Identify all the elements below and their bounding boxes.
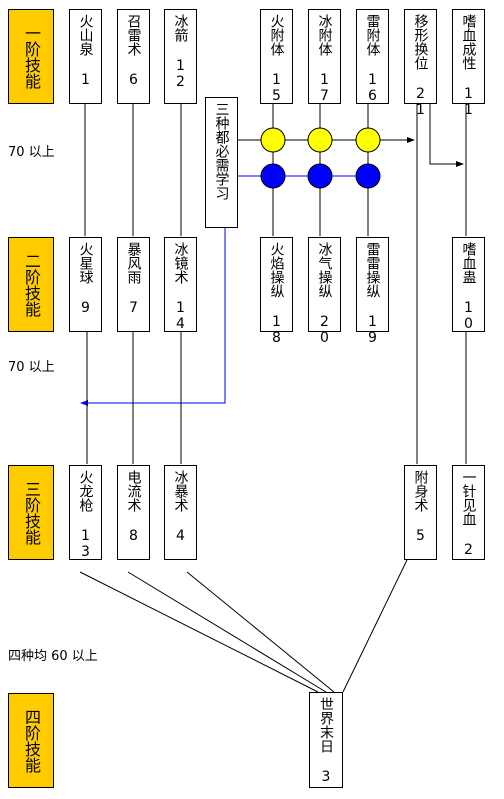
skill-shapeshift-label: 移形换位 21: [412, 14, 429, 118]
skill-summon-thunder-label: 召雷术 6: [125, 14, 142, 88]
blue-node-thunder: [355, 163, 381, 189]
skill-flame-control[interactable]: 火焰操纵 18: [260, 237, 293, 346]
skill-bloodlust-label: 嗜血成性 11: [460, 14, 477, 118]
link-possession-to-doomsday: [342, 559, 408, 693]
tier-label-4: 四阶技能: [8, 693, 54, 788]
skill-volcano-spring-label: 火山泉 1: [77, 14, 94, 88]
skill-storm-rain[interactable]: 暴风雨 7: [117, 237, 150, 332]
yellow-node-thunder: [355, 127, 381, 153]
skill-thunder-attach-label: 雷附体 16: [364, 14, 381, 104]
requirement-note-2: 70 以上: [8, 360, 55, 375]
blue-node-fire: [260, 163, 286, 189]
skill-bloodlust[interactable]: 嗜血成性 11: [452, 9, 485, 118]
skill-ice-storm-label: 冰暴术 4: [172, 470, 189, 544]
skill-thunder-control[interactable]: 雷雷操纵 19: [356, 237, 389, 346]
yellow-node-fire: [260, 127, 286, 153]
skill-ice-mirror[interactable]: 冰镜术 14: [164, 237, 197, 332]
skill-thunder-control-label: 雷雷操纵 19: [364, 242, 381, 346]
skill-fire-attach-label: 火附体 15: [268, 14, 285, 104]
skill-ice-mirror-label: 冰镜术 14: [172, 242, 189, 332]
skill-volcano-spring[interactable]: 火山泉 1: [69, 9, 102, 104]
blue-node-ice: [307, 163, 333, 189]
skill-possession[interactable]: 附身术 5: [404, 465, 437, 560]
tier-label-1-text: 一阶技能: [22, 24, 41, 89]
skill-blood-gu[interactable]: 嗜血蛊 10: [452, 237, 485, 332]
skill-fire-meteor-label: 火星球 9: [77, 242, 94, 316]
skill-thunder-attach[interactable]: 雷附体 16: [356, 9, 389, 104]
skill-ice-attach-label: 冰附体 17: [316, 14, 333, 104]
skill-fire-dragon-spear-label: 火龙枪 13: [77, 470, 94, 560]
skill-storm-rain-label: 暴风雨 7: [125, 242, 142, 316]
skill-doomsday-label: 世界末日 3: [318, 697, 334, 785]
link-dragon-to-doomsday: [79, 571, 319, 693]
requirement-note-1: 70 以上: [8, 145, 55, 160]
skill-flame-control-label: 火焰操纵 18: [268, 242, 285, 346]
skill-possession-label: 附身术 5: [412, 470, 429, 544]
skill-lightning-label: 电流术 8: [125, 470, 142, 544]
link-shapeshift-to-blood: [429, 104, 464, 167]
tier-label-3-text: 三阶技能: [22, 480, 41, 545]
skill-ice-control[interactable]: 冰气操纵 20: [308, 237, 341, 346]
yellow-node-ice: [307, 127, 333, 153]
skill-one-needle-label: 一针见血 2: [460, 470, 477, 558]
skill-blood-gu-label: 嗜血蛊 10: [460, 242, 477, 332]
tier-label-2: 二阶技能: [8, 237, 54, 332]
link-lightning-to-doomsday: [127, 571, 327, 693]
link-central-to-dragon: [80, 228, 226, 406]
central-note-text: 三种都必需学习: [213, 102, 230, 200]
skill-summon-thunder[interactable]: 召雷术 6: [117, 9, 150, 104]
skill-ice-arrow-label: 冰箭 12: [172, 14, 189, 90]
central-note-box: 三种都必需学习: [205, 97, 238, 228]
tier-label-2-text: 二阶技能: [22, 252, 41, 317]
requirement-note-3: 四种均 60 以上: [8, 649, 98, 664]
skill-one-needle[interactable]: 一针见血 2: [452, 465, 485, 560]
skill-lightning[interactable]: 电流术 8: [117, 465, 150, 560]
skill-ice-arrow[interactable]: 冰箭 12: [164, 9, 197, 104]
skill-ice-control-label: 冰气操纵 20: [316, 242, 333, 346]
tier-label-1: 一阶技能: [8, 9, 54, 104]
tier-label-3: 三阶技能: [8, 465, 54, 560]
link-icestorm-to-doomsday: [186, 571, 335, 693]
skill-fire-meteor[interactable]: 火星球 9: [69, 237, 102, 332]
skill-fire-dragon-spear[interactable]: 火龙枪 13: [69, 465, 102, 560]
skill-ice-storm[interactable]: 冰暴术 4: [164, 465, 197, 560]
skill-shapeshift[interactable]: 移形换位 21: [404, 9, 437, 118]
tier-label-4-text: 四阶技能: [22, 708, 41, 773]
skill-ice-attach[interactable]: 冰附体 17: [308, 9, 341, 104]
skill-fire-attach[interactable]: 火附体 15: [260, 9, 293, 104]
skill-doomsday[interactable]: 世界末日 3: [309, 692, 343, 788]
